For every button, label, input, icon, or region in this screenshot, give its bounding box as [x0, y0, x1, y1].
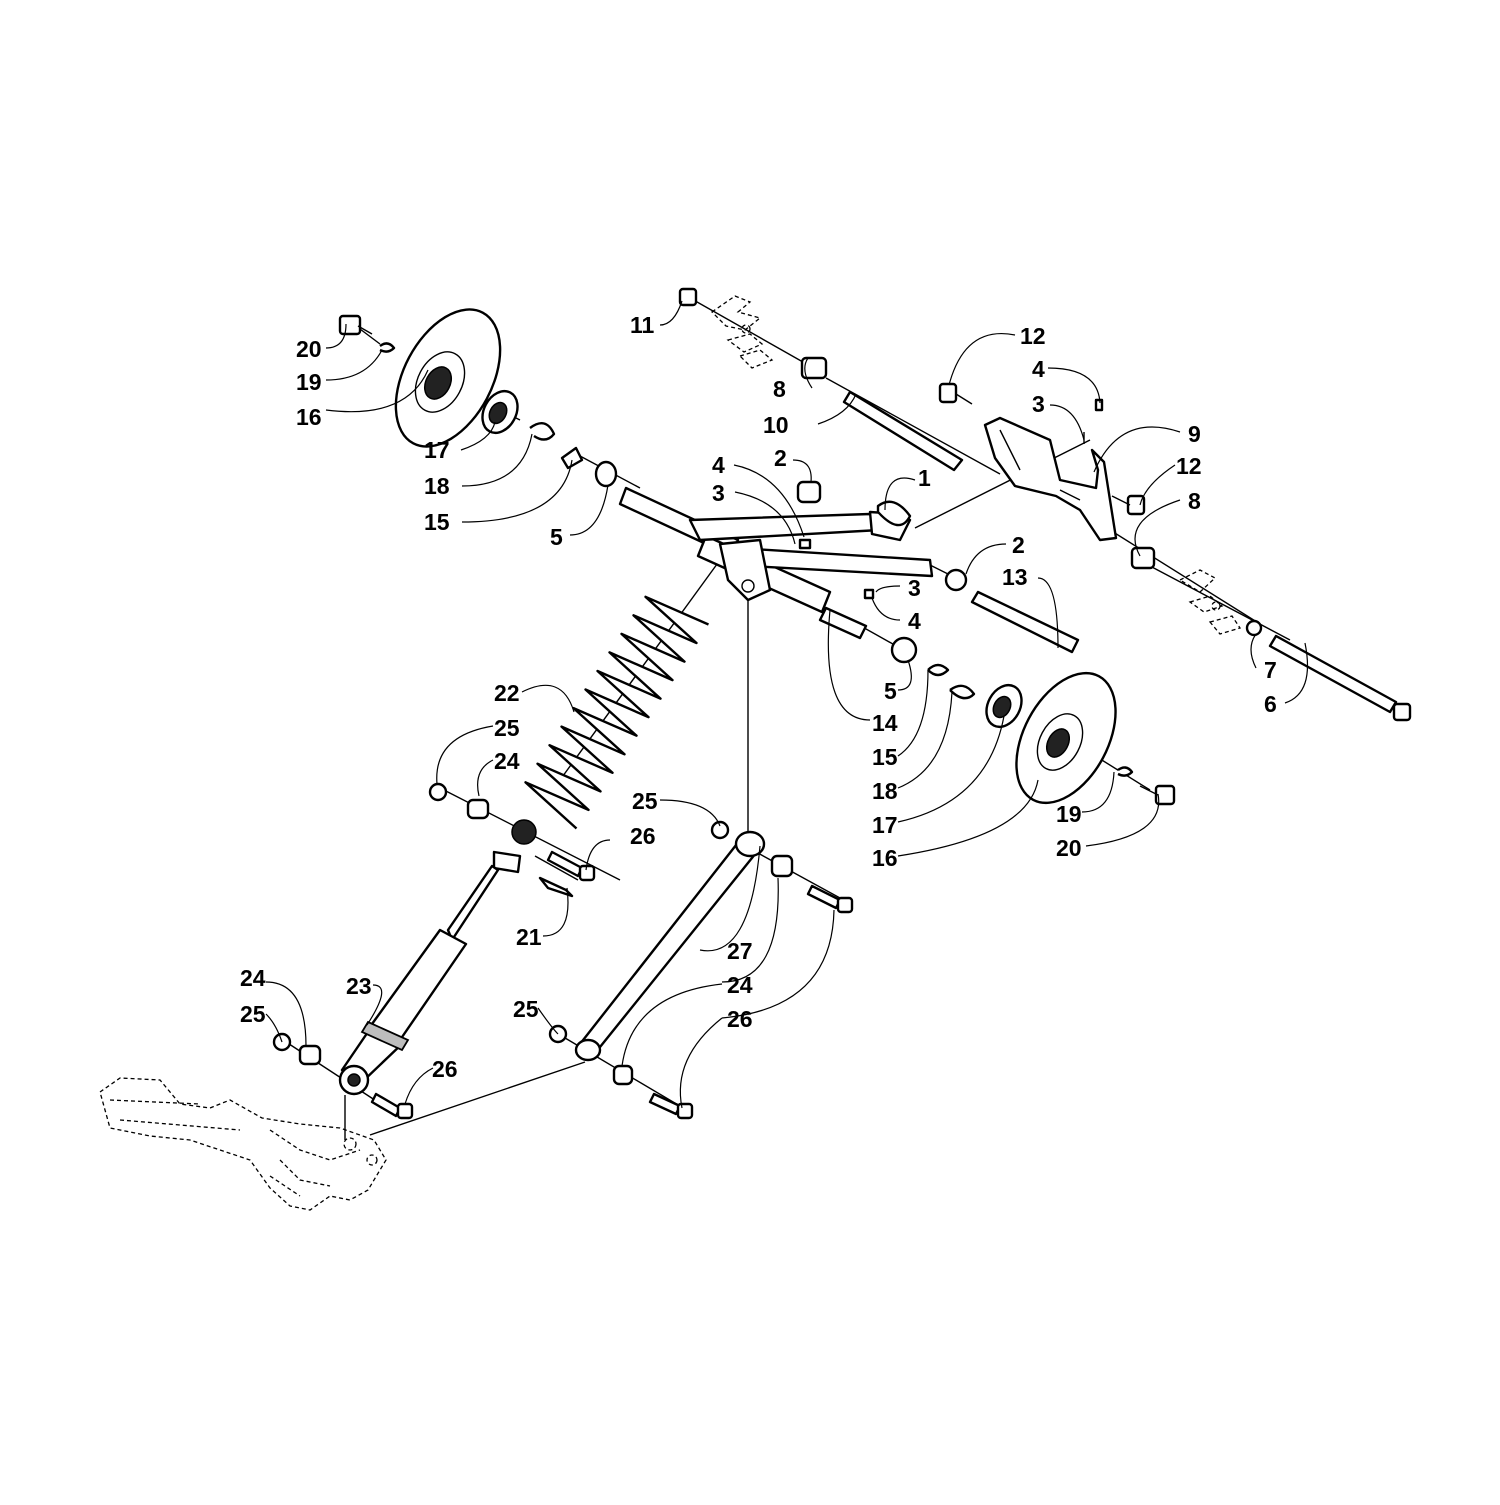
callout-24: 24 — [494, 748, 520, 774]
bushing-5-left — [594, 460, 618, 488]
clip-15-left — [560, 446, 584, 470]
callout-4: 4 — [908, 608, 921, 634]
callout-25: 25 — [513, 996, 539, 1022]
tube-14 — [818, 606, 868, 640]
callout-17: 17 — [424, 437, 450, 463]
callout-8: 8 — [1188, 488, 1201, 514]
shock-absorber-23 — [338, 850, 522, 1096]
shaft-10 — [842, 390, 964, 472]
callout-16: 16 — [296, 404, 322, 430]
callout-25: 25 — [632, 788, 658, 814]
callout-26: 26 — [727, 1006, 753, 1032]
bushing-25-top-right — [710, 820, 730, 840]
snap-ring-18-right — [949, 684, 976, 700]
callout-13: 13 — [1002, 564, 1028, 590]
clip-21 — [538, 876, 574, 898]
callout-2: 2 — [1012, 532, 1025, 558]
idler-wheel-16-right — [1015, 671, 1117, 805]
bearing-17-right — [985, 683, 1023, 729]
callout-24: 24 — [240, 965, 266, 991]
frame-reference-bottom — [99, 1077, 387, 1211]
shaft-13 — [970, 590, 1080, 654]
callout-4: 4 — [712, 452, 725, 478]
bushing-2-right — [944, 568, 968, 592]
callout-7: 7 — [1264, 657, 1277, 683]
callout-21: 21 — [516, 924, 542, 950]
callout-18: 18 — [872, 778, 898, 804]
callout-leader-lines — [265, 300, 1309, 1109]
callout-19: 19 — [1056, 801, 1082, 827]
grease-fitting-3-4-top — [1083, 398, 1104, 444]
bolt-12-right — [1111, 494, 1146, 516]
callout-8: 8 — [773, 376, 786, 402]
callout-5: 5 — [884, 678, 897, 704]
callout-6: 6 — [1264, 691, 1277, 717]
bolt-20-left — [338, 314, 373, 336]
callout-26: 26 — [432, 1056, 458, 1082]
callout-14: 14 — [872, 710, 898, 736]
washer-19-left — [379, 342, 396, 353]
callout-24: 24 — [727, 972, 753, 998]
spring-22 — [524, 595, 709, 830]
frame-reference-top — [710, 295, 1242, 635]
spacer-8-right — [1130, 546, 1156, 570]
callout-10: 10 — [763, 412, 789, 438]
idler-wheel-16-left — [394, 308, 502, 448]
callout-18: 18 — [424, 473, 450, 499]
callout-15: 15 — [424, 509, 450, 535]
bolt-12-top — [938, 382, 973, 405]
callout-9: 9 — [1188, 421, 1201, 447]
callout-3: 3 — [1032, 391, 1045, 417]
bushing-25-top-left — [428, 782, 448, 802]
bracket-9 — [983, 416, 1118, 542]
grease-fitting-3-4-arm — [798, 538, 875, 600]
callout-11: 11 — [630, 312, 655, 338]
washer-19-right — [1117, 766, 1134, 777]
shock-eye-top — [511, 819, 537, 845]
callout-20: 20 — [296, 336, 322, 362]
bolt-26-bottom-right — [648, 1092, 694, 1120]
callout-1: 1 — [918, 465, 931, 491]
swing-arm-1 — [618, 486, 934, 614]
callout-3: 3 — [908, 575, 921, 601]
washer-7 — [1245, 619, 1263, 637]
bolt-6 — [1268, 634, 1412, 722]
bolt-26-bottom-left — [370, 1092, 414, 1120]
callout-15: 15 — [872, 744, 898, 770]
callout-3: 3 — [712, 480, 725, 506]
spacer-24-bottom-left — [298, 1044, 322, 1066]
callout-labels: 11 12 4 3 9 12 8 8 10 20 19 16 17 18 15 … — [240, 312, 1277, 1082]
snap-ring-18-left — [529, 422, 556, 441]
clip-15-right — [927, 663, 950, 677]
link-arm-27 — [574, 830, 766, 1062]
callout-23: 23 — [346, 973, 372, 999]
spacer-24-top-right — [770, 854, 794, 878]
callout-17: 17 — [872, 812, 898, 838]
bushing-2-top — [796, 480, 822, 504]
callout-12: 12 — [1020, 323, 1046, 349]
callout-25: 25 — [494, 715, 520, 741]
callout-16: 16 — [872, 845, 898, 871]
callout-25: 25 — [240, 1001, 266, 1027]
spacer-24-bottom-right — [612, 1064, 634, 1086]
bolt-26-top-right — [806, 884, 854, 914]
bolt-20-right — [1139, 784, 1176, 806]
callout-20: 20 — [1056, 835, 1082, 861]
callout-12: 12 — [1176, 453, 1202, 479]
callout-5: 5 — [550, 524, 563, 550]
callout-27: 27 — [727, 938, 753, 964]
callout-2: 2 — [774, 445, 787, 471]
bearing-17-left — [481, 389, 519, 435]
callout-26: 26 — [630, 823, 656, 849]
callout-19: 19 — [296, 369, 322, 395]
spacer-8-top — [800, 356, 828, 380]
callout-4: 4 — [1032, 356, 1045, 382]
bushing-5-right — [890, 636, 918, 664]
callout-22: 22 — [494, 680, 520, 706]
spacer-24-top-left — [466, 798, 490, 820]
nut-11 — [678, 287, 698, 307]
